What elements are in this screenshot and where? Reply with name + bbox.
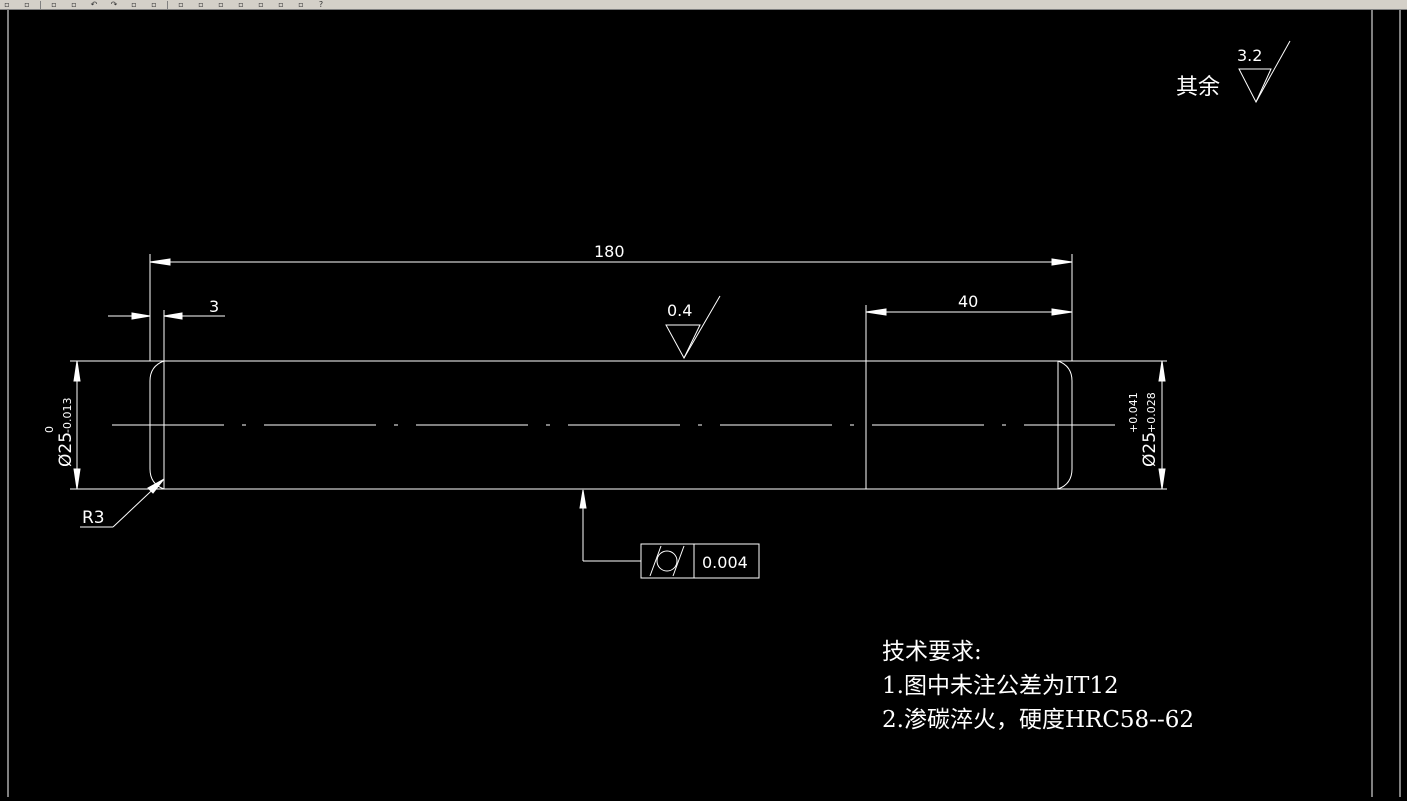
tolerance-value: 0.004 [702, 553, 748, 572]
zoom-extents-icon[interactable]: ▫ [218, 0, 224, 9]
dim-180-label: 180 [594, 242, 625, 261]
surface-finish-value: 0.4 [667, 301, 692, 320]
svg-text:+0.028: +0.028 [1145, 392, 1158, 433]
notes-title: 技术要求: [882, 639, 982, 665]
dimension-left-diameter [73, 360, 81, 490]
svg-text:Ø25: Ø25 [1140, 432, 1160, 467]
open-icon[interactable]: ▫ [24, 0, 30, 9]
svg-text:Ø25: Ø25 [56, 432, 76, 467]
cylindricity-icon [649, 545, 685, 577]
radius-leader [80, 478, 165, 528]
rest-finish-value: 3.2 [1237, 46, 1262, 65]
radius-label: R3 [82, 508, 105, 528]
print-icon[interactable]: ▫ [71, 0, 77, 9]
drawing-svg: 180 3 40 0.4 3.2 R3 0.004 Ø25 0 -0.013 Ø… [7, 10, 1401, 797]
save-icon[interactable]: ▫ [51, 0, 57, 9]
right-diameter-label: Ø25 +0.041 +0.028 [1127, 392, 1160, 467]
tolerance-frame [640, 543, 760, 579]
redo-icon[interactable]: ↷ [110, 0, 118, 9]
svg-text:-0.013: -0.013 [61, 398, 74, 433]
rest-finish-label: 其余 [1176, 75, 1220, 100]
undo-icon[interactable]: ↶ [90, 0, 98, 9]
zoom-realtime-icon[interactable]: ▫ [151, 0, 157, 9]
new-icon[interactable]: ▫ [4, 0, 10, 9]
toolbar-separator [40, 0, 41, 9]
design-center-icon[interactable]: ▫ [258, 0, 264, 9]
drawing-canvas[interactable]: 180 3 40 0.4 3.2 R3 0.004 Ø25 0 -0.013 Ø… [0, 10, 1407, 797]
rest-finish-symbol [1238, 40, 1291, 104]
properties-icon[interactable]: ▫ [238, 0, 244, 9]
help-icon[interactable]: ? [318, 0, 324, 9]
zoom-window-icon[interactable]: ▫ [131, 0, 137, 9]
surface-finish-symbol [665, 295, 721, 360]
zoom-previous-icon[interactable]: ▫ [198, 0, 204, 9]
dimension-right-diameter [1158, 360, 1166, 490]
svg-text:0: 0 [43, 426, 56, 433]
pan-icon[interactable]: ▫ [178, 0, 184, 9]
layer-icon[interactable]: ▫ [298, 0, 304, 9]
tool-palettes-icon[interactable]: ▫ [278, 0, 284, 9]
dim-40-label: 40 [958, 292, 978, 311]
svg-text:+0.041: +0.041 [1127, 392, 1140, 433]
notes-line-2: 2.渗碳淬火，硬度HRC58--62 [882, 707, 1194, 733]
dimension-40 [865, 305, 1073, 361]
dimension-180 [149, 254, 1073, 361]
toolbar-separator [167, 0, 168, 9]
left-diameter-label: Ø25 0 -0.013 [43, 398, 76, 467]
dim-3-label: 3 [209, 297, 219, 316]
notes-line-1: 1.图中未注公差为IT12 [882, 673, 1119, 699]
tolerance-leader [579, 489, 641, 562]
dimension-3 [108, 310, 225, 361]
toolbar: ▫ ▫ ▫ ▫ ↶ ↷ ▫ ▫ ▫ ▫ ▫ ▫ ▫ ▫ ▫ ? [0, 0, 1407, 10]
